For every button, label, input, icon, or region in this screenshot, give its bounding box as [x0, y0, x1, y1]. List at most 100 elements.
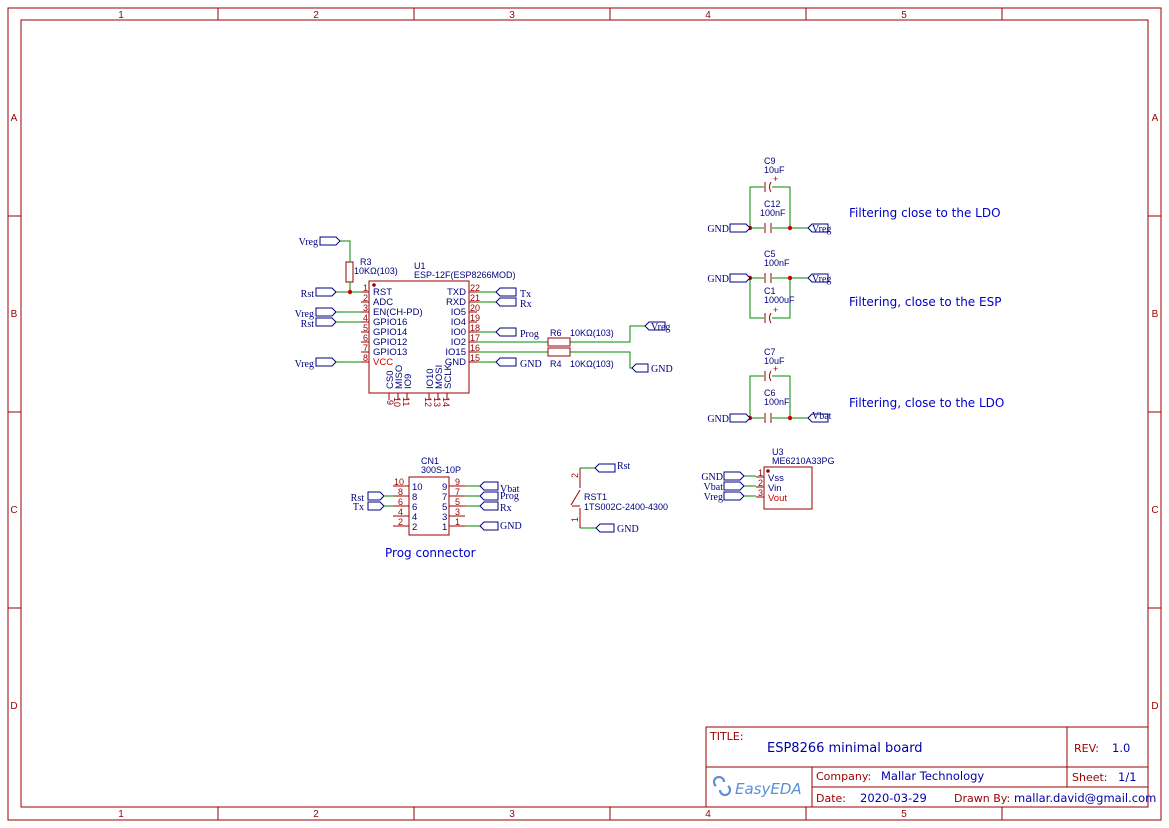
u1-pin-num: 10 — [392, 397, 402, 407]
r6-value: 10KΩ(103) — [570, 328, 614, 338]
net-port: GND — [495, 357, 542, 370]
u3-ldo[interactable]: U3 ME6210A33PG 1 2 3 Vss Vin Vout — [756, 447, 835, 510]
net-label-vbat: Vbat — [704, 482, 724, 493]
u3-ref: U3 — [772, 447, 784, 457]
row-label: D — [10, 701, 17, 712]
cn1-pin-name: 10 — [412, 482, 423, 493]
cn1-value: 300S-10P — [421, 465, 461, 475]
net-label-tx: Tx — [353, 502, 364, 513]
c1-capacitor[interactable]: + C1 1000uF — [764, 286, 795, 324]
c6-value: 100nF — [764, 397, 790, 407]
r6-ref: R6 — [550, 328, 562, 338]
u3-pin-name: Vin — [768, 483, 782, 494]
title-block: TITLE: ESP8266 minimal board REV: 1.0 Co… — [705, 726, 1156, 808]
r6-r4-net-labels: Vreg GND — [631, 321, 673, 375]
cn1-pin-num: 1 — [455, 517, 460, 527]
row-label: A — [1152, 113, 1159, 124]
c6-capacitor[interactable]: C6 100nF — [764, 388, 790, 423]
net-label-vreg: Vreg — [812, 224, 831, 235]
c12-value: 100nF — [760, 208, 786, 218]
c5-value: 100nF — [764, 258, 790, 268]
c9-capacitor[interactable]: + C9 10uF — [764, 156, 785, 193]
u1-pin-name: IO0 — [451, 327, 466, 338]
rev-value: 1.0 — [1112, 741, 1130, 755]
cn1-connector[interactable]: CN1 300S-10P 10 8 6 4 2 10 8 6 4 2 9 7 5… — [393, 456, 465, 536]
u1-pin-name: IO10 — [425, 368, 436, 389]
u1-pin-name: SCLK — [443, 364, 454, 389]
u1-pin-num: 9 — [385, 400, 395, 405]
sheet-frame — [7, 7, 1162, 821]
column-label: 2 — [313, 10, 319, 21]
column-label: 3 — [509, 809, 515, 820]
column-label: 4 — [705, 809, 711, 820]
u1-pin-num: 11 — [401, 397, 411, 406]
r4-resistor[interactable]: R4 10KΩ(103) — [547, 347, 614, 369]
net-port: Vreg — [299, 236, 341, 248]
note-filtering-ldo-bottom: Filtering, close to the LDO — [849, 396, 1004, 410]
svg-text:+: + — [773, 305, 778, 315]
cn1-ref: CN1 — [421, 456, 439, 466]
net-label-rst: Rst — [617, 461, 631, 472]
c12-capacitor[interactable]: C12 100nF — [760, 199, 786, 233]
c9-value: 10uF — [764, 165, 785, 175]
u3-pin-name: Vss — [768, 473, 784, 484]
column-labels-top: 1 2 3 4 5 — [118, 10, 907, 21]
row-label: C — [1151, 505, 1158, 516]
cn1-pin-name: 6 — [412, 502, 417, 513]
u1-pin-name: GND — [445, 357, 466, 368]
column-label: 5 — [901, 809, 907, 820]
cn1-wires: Rst Tx Vbat Prog Rx GND — [351, 481, 522, 532]
cn1-pin-name: 2 — [412, 522, 417, 533]
u1-pin-num: 22 — [470, 283, 480, 293]
c1-ref: C1 — [764, 286, 776, 296]
net-port: Rst — [301, 287, 337, 300]
net-label-gnd: GND — [707, 274, 729, 285]
c5-ref: C5 — [764, 249, 776, 259]
c5-capacitor[interactable]: C5 100nF — [764, 249, 790, 283]
u1-ref: U1 — [414, 261, 426, 271]
column-label: 4 — [705, 10, 711, 21]
u1-pin-num: 6 — [363, 333, 368, 343]
net-port: Rx — [495, 297, 532, 310]
net-label-gnd: GND — [500, 521, 522, 532]
net-label-gnd: GND — [707, 224, 729, 235]
u1-pin-name: GPIO13 — [373, 347, 407, 358]
r3-resistor[interactable]: R3 10KΩ(103) — [345, 257, 398, 283]
u3-pin-num: 1 — [758, 468, 763, 478]
rst1-ref: RST1 — [584, 492, 607, 502]
rst1-button[interactable]: 2 1 RST1 1TS002C-2400-4300 — [570, 468, 668, 528]
c9-ref: C9 — [764, 156, 776, 166]
net-label-rx: Rx — [500, 503, 512, 514]
r4-ref: R4 — [550, 359, 562, 369]
net-label-vreg: Vreg — [704, 492, 723, 503]
row-labels-left: A B C D — [10, 113, 17, 712]
net-label-rx: Rx — [520, 299, 532, 310]
r6-resistor[interactable]: R6 10KΩ(103) — [547, 328, 614, 347]
u1-body — [368, 280, 470, 394]
u1-pin-num: 17 — [470, 333, 480, 343]
u1-pin-name: RST — [373, 287, 392, 298]
cn1-pin-name: 8 — [412, 492, 417, 503]
u1-pin-num: 8 — [363, 353, 368, 363]
svg-text:+: + — [773, 174, 778, 184]
r4-value: 10KΩ(103) — [570, 359, 614, 369]
net-port: GND — [631, 363, 673, 375]
r3-value: 10KΩ(103) — [354, 266, 398, 276]
row-label: C — [10, 505, 17, 516]
cn1-pin-num: 5 — [455, 497, 460, 507]
company-value: Mallar Technology — [881, 769, 984, 783]
u1-pin-name: IO15 — [445, 347, 466, 358]
drawn-by-value: mallar.david@gmail.com — [1014, 791, 1156, 805]
rst1-pin-num: 2 — [570, 473, 580, 478]
cn1-pin-num: 2 — [398, 517, 403, 527]
cn1-pin-name: 9 — [442, 482, 447, 493]
u1-pin-name: GPIO16 — [373, 317, 407, 328]
u1-esp12f[interactable]: U1 ESP-12F(ESP8266MOD) 1 2 3 4 5 6 7 8 R… — [361, 261, 516, 407]
net-label-rst: Rst — [301, 319, 315, 330]
c12-ref: C12 — [764, 199, 781, 209]
u1-pin-num: 19 — [470, 313, 480, 323]
c7-value: 10uF — [764, 356, 785, 366]
c7-capacitor[interactable]: + C7 10uF — [764, 347, 785, 382]
u1-pin-num: 16 — [470, 343, 480, 353]
easyeda-logo-text: EasyEDA — [735, 780, 802, 798]
